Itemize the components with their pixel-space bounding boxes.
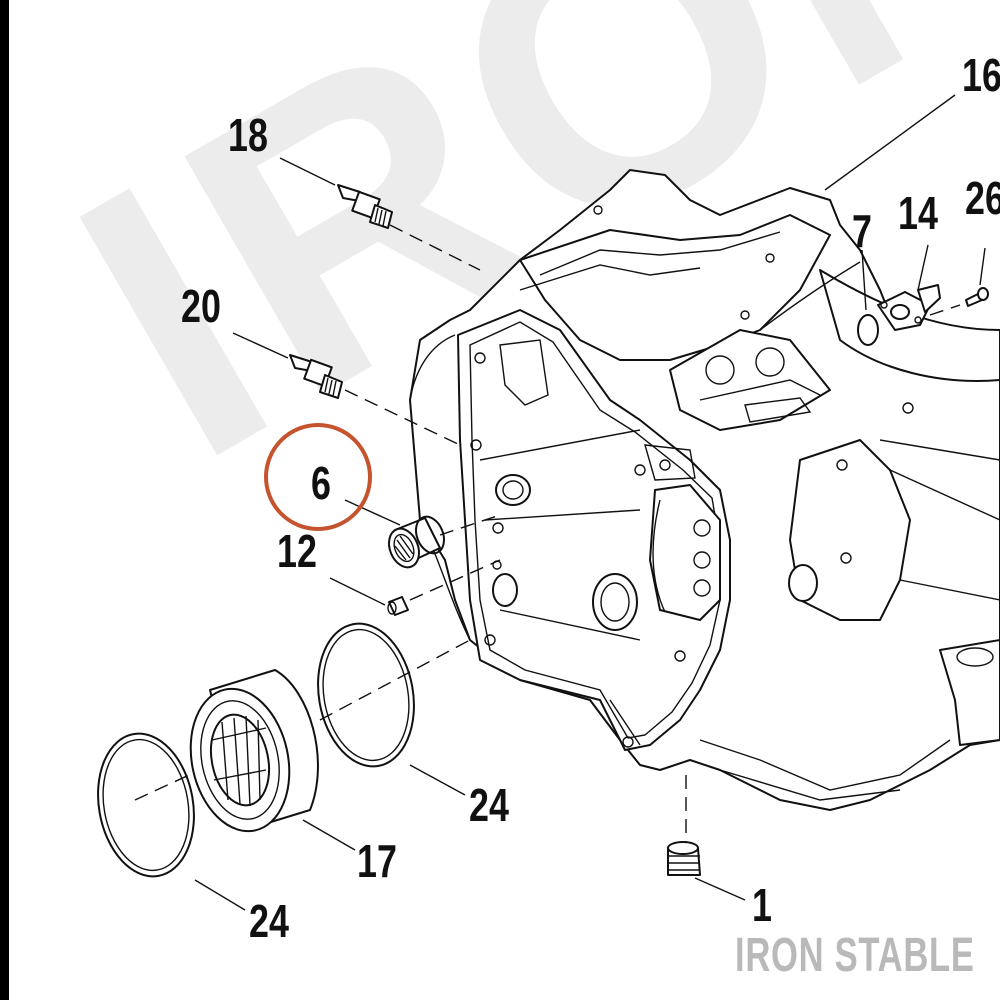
part-label-26: 26	[965, 172, 1000, 224]
part-14-breather	[877, 284, 941, 331]
part-label-20: 20	[181, 280, 221, 332]
part-24-ring-lower	[97, 732, 195, 878]
highlight-circle	[264, 423, 372, 531]
part-label-24-upper: 24	[469, 779, 509, 831]
part-label-12: 12	[277, 525, 317, 577]
part-label-14: 14	[898, 187, 938, 239]
part-7-o-ring	[857, 314, 879, 346]
part-20-fitting	[289, 354, 343, 399]
part-6-needle-bearing	[388, 515, 445, 569]
leader-lines	[134, 94, 986, 911]
crankcase-housing	[409, 169, 1000, 811]
part-17-roller-bearing	[189, 669, 319, 833]
brand-logo-text: IRON STABLE	[735, 929, 975, 982]
part-1-plug	[667, 841, 701, 876]
part-label-24-lower: 24	[249, 895, 289, 947]
part-label-18: 18	[228, 109, 268, 161]
part-label-7: 7	[852, 205, 872, 257]
left-edge-bar	[0, 0, 9, 1000]
part-label-1: 1	[752, 879, 772, 931]
part-label-16: 16	[962, 49, 1000, 101]
part-18-fitting	[337, 184, 393, 229]
part-label-6: 6	[311, 457, 331, 509]
part-12-dowel-pin	[387, 596, 409, 616]
part-24-ring-upper	[317, 622, 415, 768]
part-label-17: 17	[357, 835, 397, 887]
part-26-screw	[965, 287, 989, 307]
